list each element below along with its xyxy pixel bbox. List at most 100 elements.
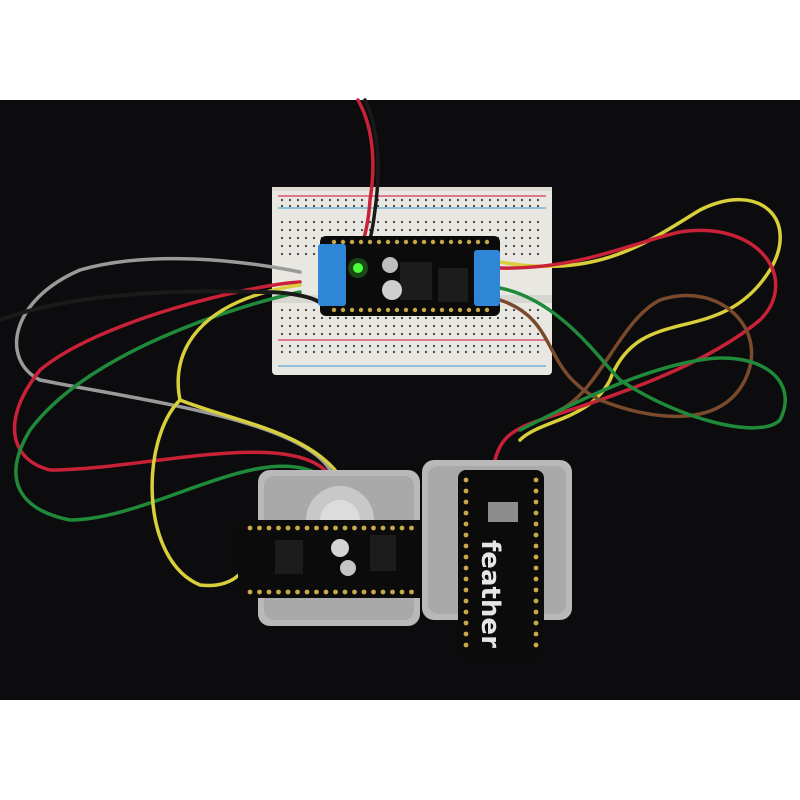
hole <box>312 204 316 208</box>
hole <box>408 350 412 354</box>
hole <box>320 220 324 224</box>
hole <box>463 609 469 615</box>
motor-shield-on-motor <box>238 520 428 598</box>
hole <box>408 220 412 224</box>
hole <box>296 220 300 224</box>
hole <box>296 350 300 354</box>
hole <box>504 220 508 224</box>
hole <box>464 344 468 348</box>
hole <box>392 332 396 336</box>
hole <box>533 631 539 637</box>
hole <box>368 350 372 354</box>
hole <box>314 589 319 595</box>
hole <box>408 344 412 348</box>
hole <box>408 204 412 208</box>
hole <box>456 228 460 232</box>
hole <box>536 204 540 208</box>
hole <box>533 576 539 582</box>
hole <box>280 332 284 336</box>
hole <box>520 228 524 232</box>
hole <box>331 307 337 313</box>
hole <box>384 332 388 336</box>
hole <box>416 350 420 354</box>
hole <box>463 565 469 571</box>
hole <box>376 239 382 245</box>
hole <box>408 324 412 328</box>
hole <box>463 587 469 593</box>
hole <box>328 228 332 232</box>
hole <box>328 344 332 348</box>
hole <box>280 308 284 312</box>
hole <box>416 228 420 232</box>
hole <box>296 198 300 202</box>
hole <box>432 344 436 348</box>
hole <box>360 344 364 348</box>
hole <box>496 198 500 202</box>
hole <box>533 609 539 615</box>
hole <box>352 228 356 232</box>
hole <box>472 228 476 232</box>
hole <box>440 204 444 208</box>
hole <box>512 344 516 348</box>
hole <box>504 244 508 248</box>
hole <box>488 204 492 208</box>
hole <box>504 332 508 336</box>
hole <box>344 198 348 202</box>
hole <box>520 244 524 248</box>
hole <box>512 220 516 224</box>
hole <box>456 204 460 208</box>
hole <box>456 324 460 328</box>
hole <box>533 642 539 648</box>
hole <box>280 344 284 348</box>
hole <box>440 344 444 348</box>
hole <box>288 252 292 256</box>
hole <box>464 198 468 202</box>
hole <box>528 350 532 354</box>
hole <box>276 525 281 531</box>
hole <box>380 525 386 531</box>
hole <box>312 344 316 348</box>
hole <box>384 350 388 354</box>
hole <box>520 252 524 256</box>
hole <box>512 324 516 328</box>
hole <box>403 239 409 245</box>
hole <box>432 220 436 224</box>
hole <box>533 532 539 538</box>
hole <box>416 220 420 224</box>
hole <box>360 228 364 232</box>
hole <box>385 239 391 245</box>
hole <box>394 239 400 245</box>
hole <box>457 307 463 313</box>
hole <box>536 220 540 224</box>
hole <box>257 589 262 595</box>
hole <box>384 228 388 232</box>
hole <box>533 565 539 571</box>
usb-connector <box>488 502 518 522</box>
hole <box>533 521 539 527</box>
hole <box>488 344 492 348</box>
hole <box>488 228 492 232</box>
hole <box>312 252 316 256</box>
hole <box>266 589 272 595</box>
hole <box>520 344 524 348</box>
hole <box>448 350 452 354</box>
hole <box>304 316 308 320</box>
hole <box>288 316 292 320</box>
capacitor <box>382 257 398 273</box>
hole <box>376 220 380 224</box>
hole <box>312 228 316 232</box>
hole <box>488 324 492 328</box>
hole <box>352 589 357 595</box>
hole <box>367 307 373 313</box>
hole <box>344 228 348 232</box>
hole <box>360 198 364 202</box>
hole <box>536 228 540 232</box>
hole <box>384 204 388 208</box>
hole <box>448 204 452 208</box>
hole <box>463 510 469 516</box>
hole <box>352 220 356 224</box>
driver-chip-right <box>438 268 468 302</box>
hole <box>344 220 348 224</box>
hole <box>528 204 532 208</box>
hole <box>288 308 292 312</box>
